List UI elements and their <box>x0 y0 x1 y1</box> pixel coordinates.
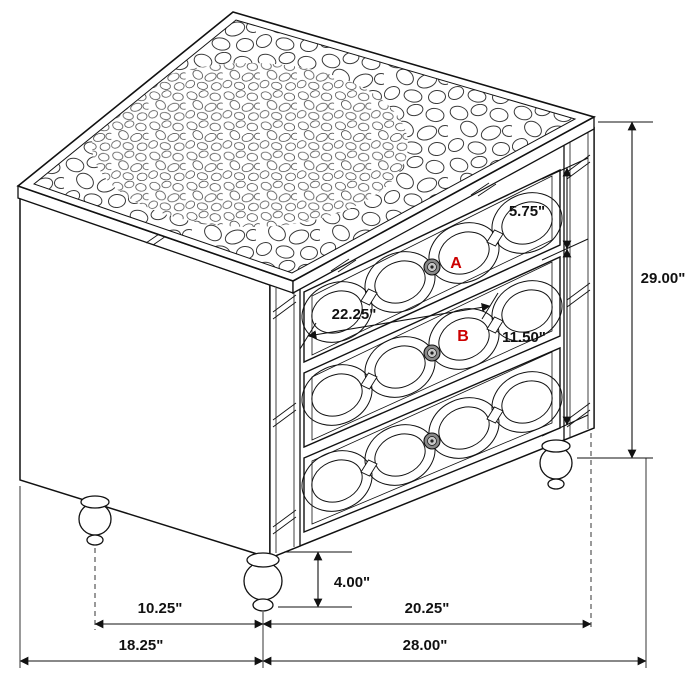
dim-foot-inset-depth: 10.25" <box>94 600 264 629</box>
dim-overall-width: 28.00" <box>262 637 647 666</box>
diamond-ornament <box>486 316 504 334</box>
nightstand-drawing <box>16 11 597 612</box>
dim-top-drawer-height-label: 5.75" <box>509 203 545 220</box>
diamond-ornament <box>486 229 504 247</box>
dim-lower-drawers-height: 11.50" <box>502 248 589 437</box>
foot-right <box>539 439 573 490</box>
foot-front <box>243 552 283 612</box>
knob-3 <box>423 432 441 450</box>
dim-foot-inset-width: 20.25" <box>262 600 592 629</box>
callout-a: A <box>450 255 462 272</box>
dim-overall-height: 29.00" <box>577 121 686 459</box>
foot-left <box>78 495 112 546</box>
knob-1 <box>423 258 441 276</box>
diamond-ornament <box>360 372 378 390</box>
knob-2 <box>423 344 441 362</box>
dim-drawer-front-width: 22.25" <box>299 292 499 350</box>
diamond-ornament <box>360 459 378 477</box>
drawer-2 <box>301 255 563 449</box>
dim-foot-height-label: 4.00" <box>334 574 370 591</box>
mirror-trim-left <box>269 268 301 559</box>
dim-foot-height: 4.00" <box>278 551 370 608</box>
dim-overall-depth: 18.25" <box>19 637 264 666</box>
mirror-trim-right <box>563 126 595 441</box>
dim-drawer-front-width-label: 22.25" <box>332 306 377 323</box>
callout-b: B <box>457 328 469 345</box>
dimension-annotations: 29.00" 5.75" 11.50" 22.25" 4.00" <box>19 121 686 668</box>
dim-overall-depth-label: 18.25" <box>119 637 164 654</box>
dim-overall-width-label: 28.00" <box>403 637 448 654</box>
dim-foot-inset-depth-label: 10.25" <box>138 600 183 617</box>
dim-lower-drawers-height-label: 11.50" <box>502 329 546 346</box>
diamond-ornament <box>486 406 504 424</box>
dim-foot-inset-width-label: 20.25" <box>405 600 450 617</box>
dim-overall-height-label: 29.00" <box>641 270 686 287</box>
extension-lines <box>19 433 647 668</box>
